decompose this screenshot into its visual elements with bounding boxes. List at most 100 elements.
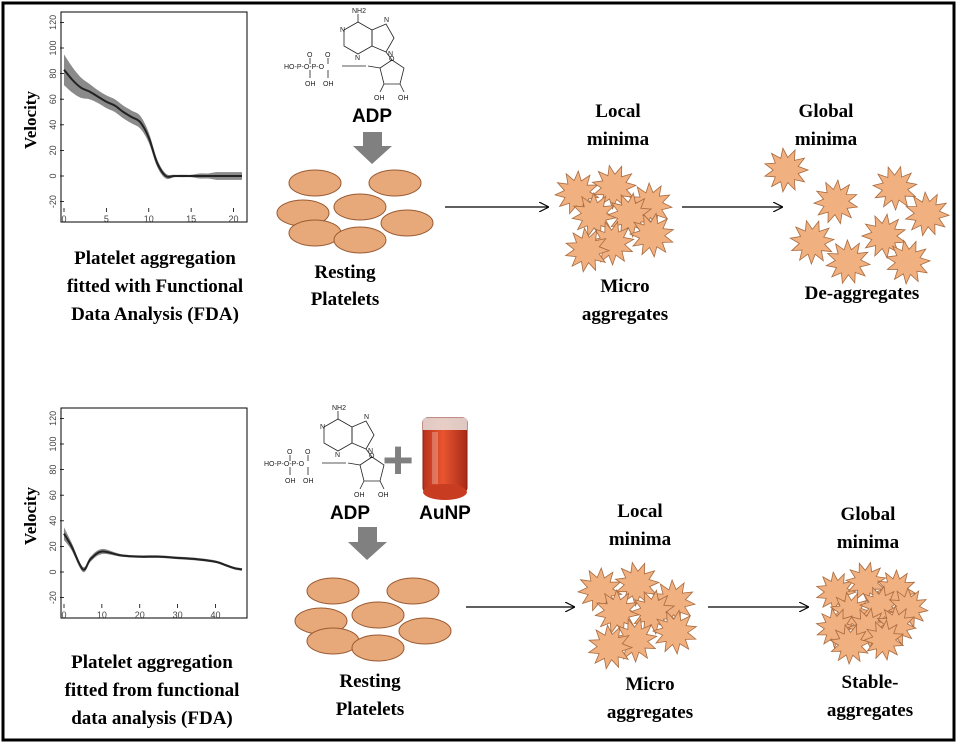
platelet <box>351 601 405 629</box>
atom-n3: N <box>335 452 340 459</box>
adp-molecule: NH2 N N N N O HO-P-O-P-O O O OH OH OH OH <box>264 405 389 499</box>
down-arrow <box>353 132 392 164</box>
platelet-aggregate <box>871 165 918 212</box>
atom-oh-p1: OH <box>285 478 296 485</box>
chart-caption-line-3: Data Analysis (FDA) <box>71 304 239 325</box>
atom-o-top-2: O <box>325 52 331 59</box>
micro-label-line-1: Micro <box>625 674 674 695</box>
global-minima-line-1: Global <box>841 504 896 525</box>
y-tick-label: 0 <box>48 569 58 574</box>
adp-molecule: NH2 N N N N O HO-P-O-P-O O O OH OH OH OH <box>284 8 409 102</box>
atom-n7: N <box>364 414 369 421</box>
atom-o-top-1: O <box>287 449 293 456</box>
y-tick-label: 40 <box>48 120 58 130</box>
atom-phosphate: HO-P-O-P-O <box>264 461 305 468</box>
x-tick-label: 0 <box>61 214 66 224</box>
resting-label-line-1: Resting <box>314 262 376 283</box>
chart-caption-line-3: data analysis (FDA) <box>71 708 233 729</box>
platelet <box>368 169 422 197</box>
y-tick-label: 120 <box>48 411 58 426</box>
platelet-aggregate <box>862 619 905 661</box>
platelet-aggregate <box>564 226 611 273</box>
y-tick-label: -20 <box>48 195 58 208</box>
stable-label-line-1: Stable- <box>842 672 899 693</box>
fitted-curve <box>63 69 242 178</box>
atom-oh-ribose-1: OH <box>354 492 365 499</box>
y-tick-label: 0 <box>48 173 58 178</box>
confidence-band <box>64 54 242 180</box>
fitted-curve <box>63 533 243 571</box>
atom-n3: N <box>355 55 360 62</box>
resting-label-line-1: Resting <box>339 671 401 692</box>
global-minima-line-2: minima <box>837 532 900 553</box>
atom-oh-ribose-1: OH <box>374 95 385 102</box>
adp-structure <box>289 411 385 490</box>
y-tick-label: -20 <box>48 591 58 604</box>
plot-frame <box>60 11 248 223</box>
x-tick-label: 30 <box>173 610 183 620</box>
atom-n9: N <box>368 448 373 455</box>
de-aggregates <box>763 147 951 286</box>
platelet <box>386 577 440 605</box>
platelet <box>333 226 387 254</box>
atom-oh-ribose-2: OH <box>398 95 409 102</box>
platelet <box>306 577 360 605</box>
micro-aggregates <box>576 561 698 670</box>
platelet-aggregate <box>825 238 872 285</box>
platelet <box>380 209 434 237</box>
platelet <box>398 617 452 645</box>
y-tick-label: 80 <box>48 69 58 79</box>
atom-o-top-2: O <box>305 449 311 456</box>
resting-label-line-2: Platelets <box>336 699 405 720</box>
aunp-label: AuNP <box>419 503 471 524</box>
x-tick-label: 20 <box>135 610 145 620</box>
platelet-aggregate <box>763 147 810 193</box>
stable-aggregates <box>815 561 929 666</box>
atom-n1: N <box>340 27 345 34</box>
aunp-vial <box>422 417 468 500</box>
plot-frame <box>60 407 248 619</box>
local-minima-line-1: Local <box>617 501 662 522</box>
resting-platelets <box>294 577 452 662</box>
y-tick-label: 20 <box>48 145 58 155</box>
atom-oh-p1: OH <box>305 81 316 88</box>
y-tick-label: 60 <box>48 490 58 500</box>
chart-caption-line-1: Platelet aggregation <box>74 248 236 269</box>
micro-aggregates <box>553 164 675 273</box>
atom-o: O <box>389 56 395 63</box>
plus-sign: + <box>382 430 414 490</box>
x-tick-label: 40 <box>210 610 220 620</box>
adp-structure <box>309 14 405 93</box>
x-tick-label: 20 <box>229 214 239 224</box>
x-tick-label: 10 <box>144 214 154 224</box>
platelet-aggregate <box>628 212 675 259</box>
global-minima-line-2: minima <box>795 129 858 150</box>
y-tick-label: 20 <box>48 541 58 551</box>
micro-label-line-1: Micro <box>600 276 649 297</box>
chart-caption-line-2: fitted with Functional <box>67 276 243 297</box>
local-minima-line-1: Local <box>595 101 640 122</box>
global-minima-line-1: Global <box>799 101 854 122</box>
platelet-aggregate <box>587 623 634 670</box>
atom-oh-p2: OH <box>303 478 314 485</box>
platelet <box>351 634 405 662</box>
atom-oh-ribose-2: OH <box>378 492 389 499</box>
platelet <box>288 169 342 197</box>
platelet-aggregate <box>904 190 951 237</box>
y-tick-label: 80 <box>48 465 58 475</box>
atom-n7: N <box>384 17 389 24</box>
chart-caption-line-2: fitted from functional <box>65 680 240 701</box>
y-axis-label: Velocity <box>21 91 40 149</box>
micro-label-line-2: aggregates <box>582 304 668 325</box>
atom-nh2: NH2 <box>332 405 346 412</box>
